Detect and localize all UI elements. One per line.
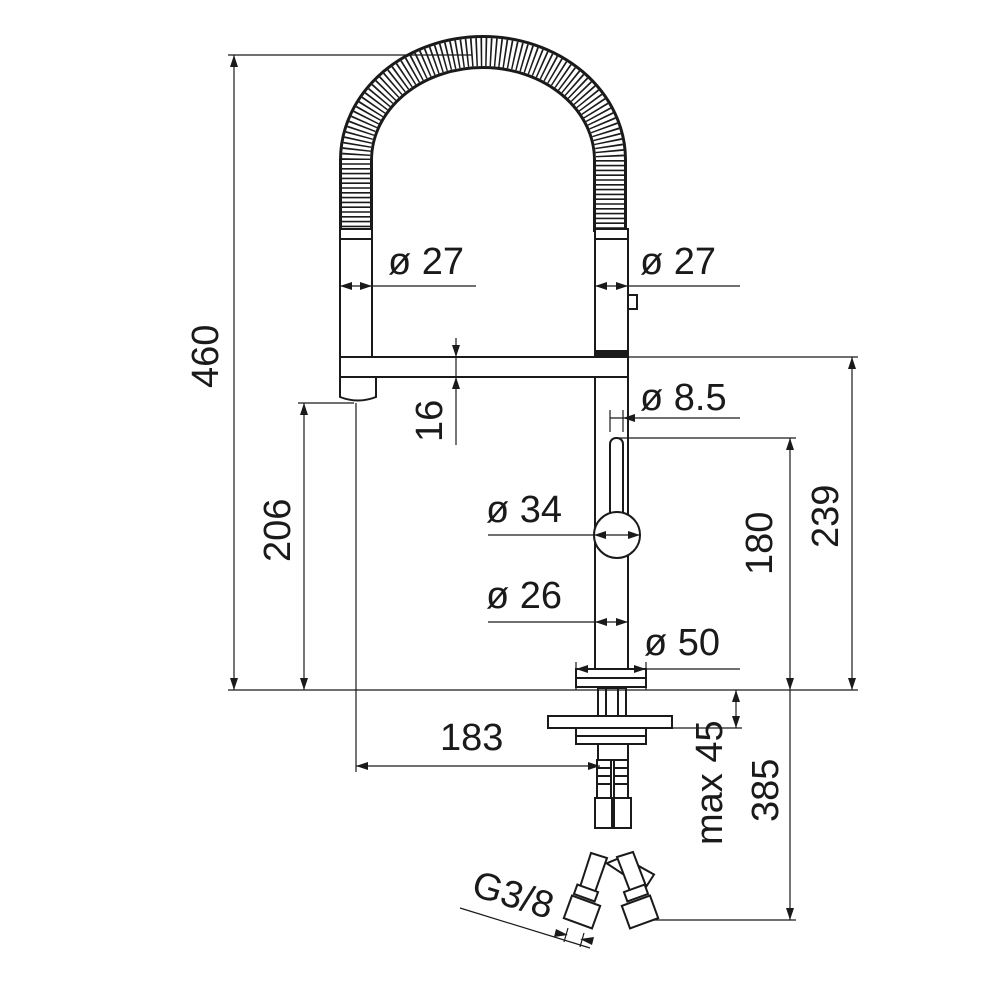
dim-hose-length: 385 [745, 759, 787, 822]
dim-reach: 183 [440, 717, 503, 759]
dim-arm-thickness: 16 [409, 400, 451, 442]
dim-hub-diameter: ø 34 [486, 489, 562, 531]
dim-thread: G3/8 [467, 863, 558, 927]
dim-spout-height: 206 [257, 499, 299, 562]
dim-lever-diameter: ø 8.5 [640, 377, 727, 419]
dimension-lines [228, 54, 858, 949]
dimension-labels: 460 206 16 ø 27 ø 27 ø 8.5 ø 34 ø 26 ø 5… [185, 241, 847, 928]
spring-hose [339, 35, 627, 232]
holder-button-icon [627, 294, 638, 310]
dim-total-height: 460 [185, 325, 227, 388]
supply-pipes [594, 759, 632, 829]
dimension-arrows [230, 55, 856, 945]
dim-head-diameter-right: ø 27 [640, 241, 716, 283]
dim-max-deck: max 45 [689, 720, 731, 845]
right-hex-nut [620, 894, 660, 930]
dim-head-diameter-left: ø 27 [388, 241, 464, 283]
mounting-washer [547, 715, 673, 729]
dim-body-diameter: ø 26 [486, 575, 562, 617]
right-holder [594, 228, 629, 358]
horizontal-arm [339, 356, 629, 378]
left-hex-nut [562, 894, 602, 930]
left-spray-head [339, 228, 373, 360]
flex-hose-ends [562, 850, 660, 930]
dim-lever-height: 180 [739, 512, 781, 575]
dim-body-height: 239 [805, 485, 847, 548]
dim-base-diameter: ø 50 [644, 622, 720, 664]
